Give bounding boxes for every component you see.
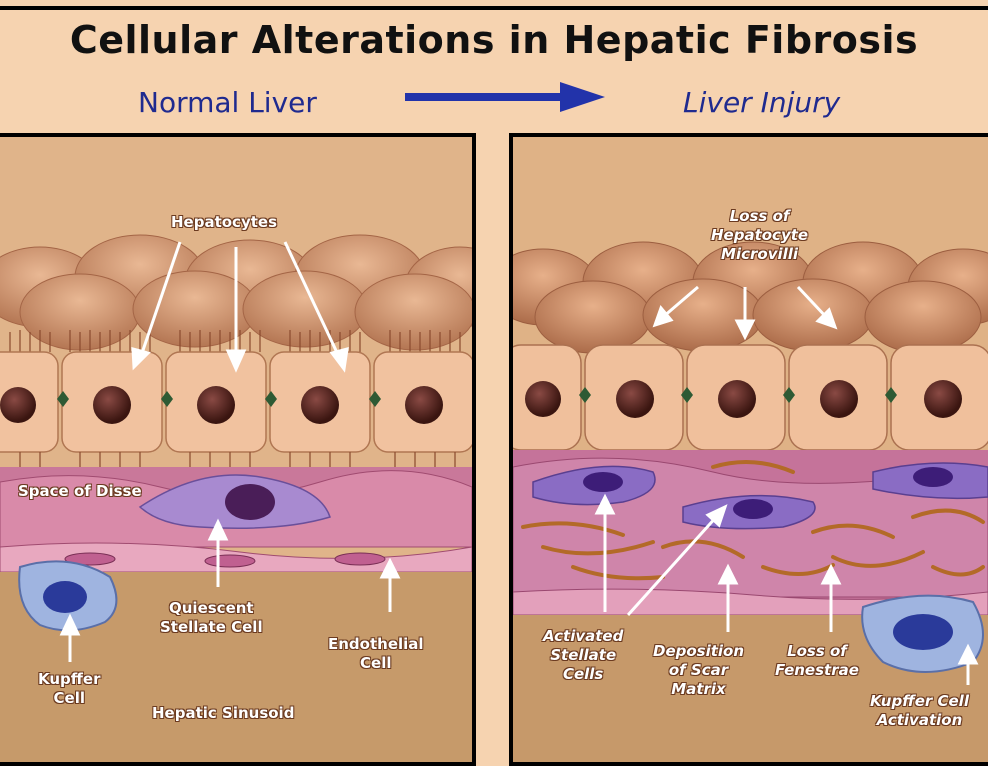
- label-activated-line2: Stellate: [543, 646, 623, 665]
- diagram-title: Cellular Alterations in Hepatic Fibrosis: [0, 18, 988, 62]
- label-activated-stellate-cells: Activated Stellate Cells: [543, 627, 623, 684]
- label-deposition-of-scar-matrix: Deposition of Scar Matrix: [653, 642, 744, 699]
- label-endothelial-line1: Endothelial: [328, 635, 424, 654]
- label-endothelial-line2: Cell: [328, 654, 424, 673]
- label-loss-line3: Microvilli: [711, 245, 808, 264]
- label-activated-line3: Cells: [543, 665, 623, 684]
- label-loss-of-fenestrae: Loss of Fenestrae: [775, 642, 859, 680]
- label-kupffer-cell-activation: Kupffer Cell Activation: [870, 692, 969, 730]
- label-deposition-line2: of Scar: [653, 661, 744, 680]
- label-kupffer-act-line1: Kupffer Cell: [870, 692, 969, 711]
- label-kupffer-line2: Cell: [38, 689, 101, 708]
- label-loss-line1: Loss of: [711, 207, 808, 226]
- label-deposition-line3: Matrix: [653, 680, 744, 699]
- label-endothelial-cell: Endothelial Cell: [328, 635, 424, 673]
- label-fenestrae-line2: Fenestrae: [775, 661, 859, 680]
- liver-injury-panel: Loss of Hepatocyte Microvilli Activated …: [509, 133, 988, 766]
- label-kupffer-cell: Kupffer Cell: [38, 670, 101, 708]
- label-quiescent-stellate-cell: Quiescent Stellate Cell: [160, 599, 263, 637]
- label-activated-line1: Activated: [543, 627, 623, 646]
- transition-arrow-icon: [405, 82, 605, 112]
- label-quiescent-line1: Quiescent: [160, 599, 263, 618]
- label-kupffer-act-line2: Activation: [870, 711, 969, 730]
- label-loss-of-microvilli: Loss of Hepatocyte Microvilli: [711, 207, 808, 264]
- top-border: [0, 6, 988, 10]
- label-deposition-line1: Deposition: [653, 642, 744, 661]
- label-loss-line2: Hepatocyte: [711, 226, 808, 245]
- subtitle-normal-liver: Normal Liver: [138, 86, 317, 119]
- normal-liver-panel: Hepatocytes Space of Disse Quiescent Ste…: [0, 133, 476, 766]
- subtitle-liver-injury: Liver Injury: [683, 86, 840, 119]
- label-kupffer-line1: Kupffer: [38, 670, 101, 689]
- label-quiescent-line2: Stellate Cell: [160, 618, 263, 637]
- label-space-of-disse: Space of Disse: [18, 482, 142, 501]
- label-hepatocytes: Hepatocytes: [171, 213, 277, 232]
- label-fenestrae-line1: Loss of: [775, 642, 859, 661]
- label-hepatic-sinusoid: Hepatic Sinusoid: [152, 704, 294, 723]
